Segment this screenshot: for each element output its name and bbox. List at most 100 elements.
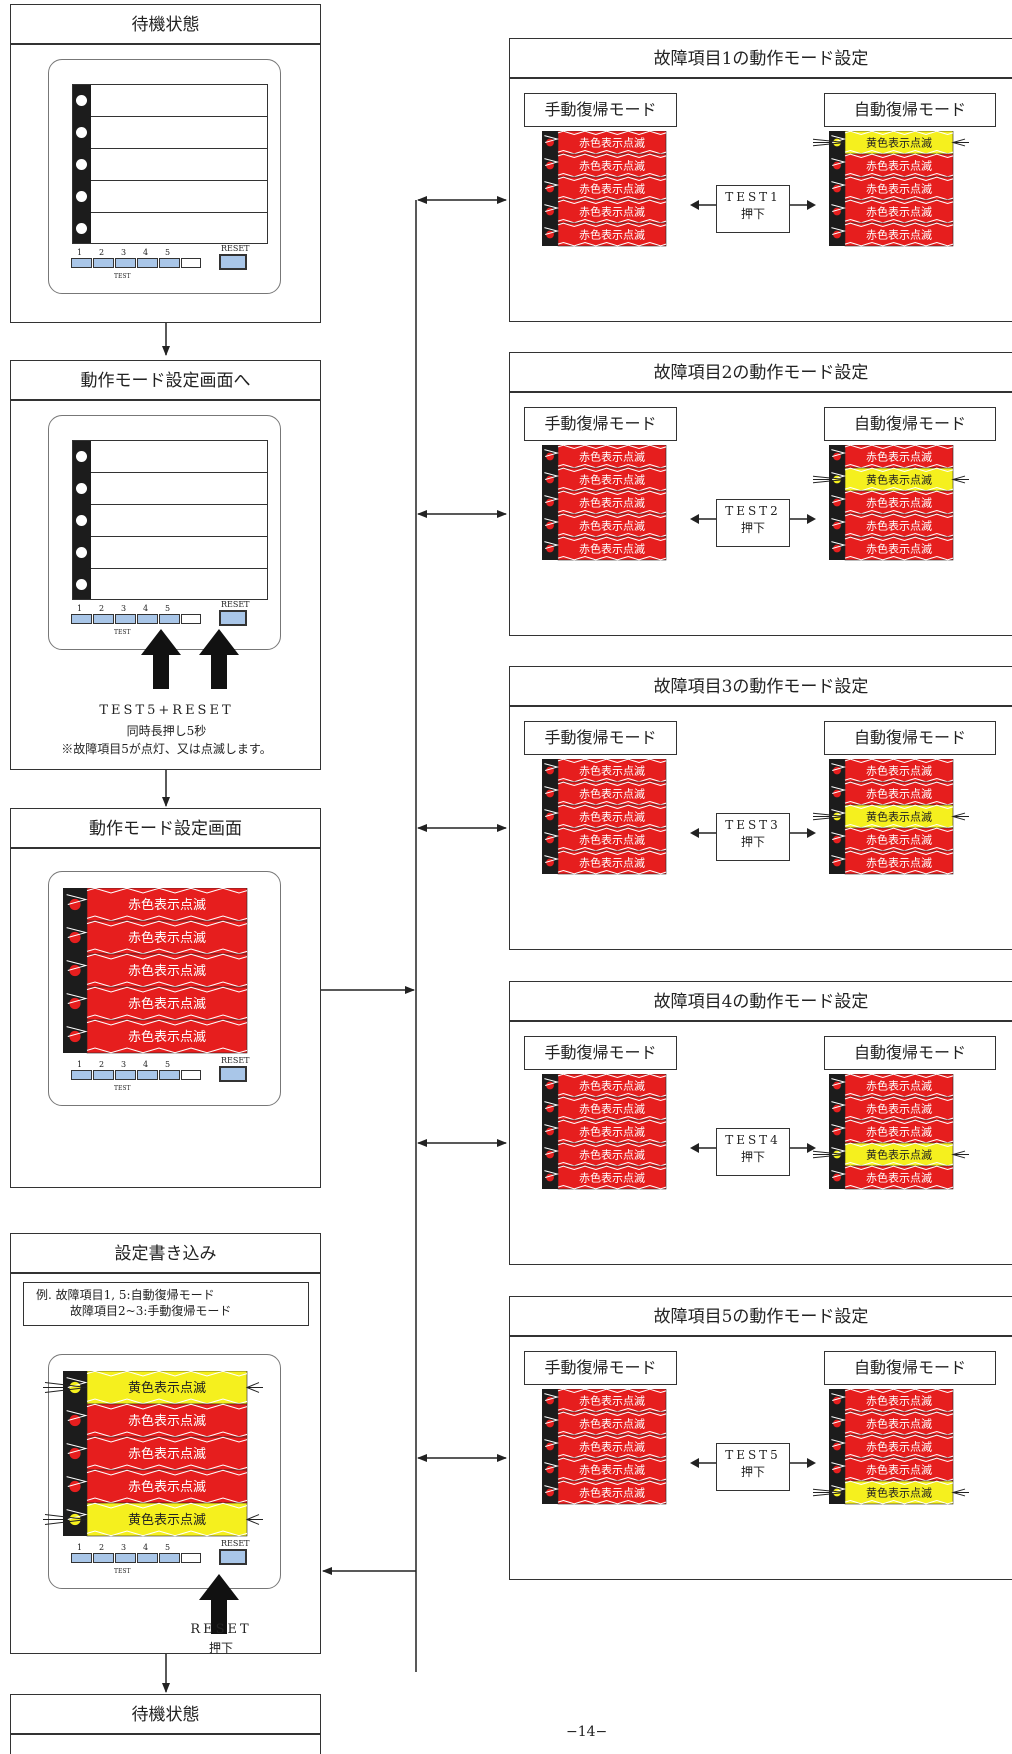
yellow-blink-label: 黄色表示点滅 xyxy=(866,1485,932,1499)
indicator-row-3: 赤色表示点滅 xyxy=(542,1434,667,1459)
section-2-test-button[interactable]: TEST2 押下 xyxy=(716,499,790,547)
red-blink-label: 赤色表示点滅 xyxy=(579,1485,645,1499)
test-button-5[interactable] xyxy=(159,258,180,268)
red-blink-label: 赤色表示点滅 xyxy=(579,495,645,509)
section-4-right-arrow-icon xyxy=(790,1143,816,1153)
indicator-row-5: 黄色表示点滅 xyxy=(813,1480,969,1505)
indicator-row-2: 赤色表示点滅 xyxy=(542,467,667,492)
red-blink-label: 赤色表示点滅 xyxy=(866,1101,932,1115)
reset-press-label: RESET xyxy=(190,1622,252,1637)
indicator-row-5: 赤色表示点滅 xyxy=(829,536,954,561)
red-blink-label: 赤色表示点滅 xyxy=(579,449,645,463)
test-button-4[interactable] xyxy=(137,614,158,624)
section-2-left-arrow-icon xyxy=(690,514,716,524)
test-button-row: 1 2 3 4 5 xyxy=(69,1543,201,1567)
yellow-blink-label: 黄色表示点滅 xyxy=(866,135,932,149)
press-arrow-reset-icon xyxy=(199,629,239,689)
reset-button[interactable] xyxy=(219,254,247,270)
test-button-1[interactable] xyxy=(71,1070,92,1080)
red-blink-label: 赤色表示点滅 xyxy=(866,1170,932,1184)
standby-end-box xyxy=(10,1734,321,1754)
indicator-row-3: 赤色表示点滅 xyxy=(829,1119,954,1144)
indicator-row-2: 赤色表示点滅 xyxy=(829,153,954,178)
red-blink-label: 赤色表示点滅 xyxy=(579,1124,645,1138)
test-button-3[interactable] xyxy=(115,614,136,624)
reset-caption: RESET xyxy=(221,1539,250,1548)
to-setting-title: 動作モード設定画面へ xyxy=(10,360,321,400)
section-1-auto-label: 自動復帰モード xyxy=(824,93,996,127)
section-3-test-button[interactable]: TEST3 押下 xyxy=(716,813,790,861)
red-blink-label: 赤色表示点滅 xyxy=(579,181,645,195)
red-blink-label: 赤色表示点滅 xyxy=(579,786,645,800)
combo-label: TEST5+RESET xyxy=(99,703,234,718)
test-button-1[interactable] xyxy=(71,258,92,268)
indicator-row-1: 赤色表示点滅 xyxy=(542,445,667,469)
test-button-5[interactable] xyxy=(159,1553,180,1563)
section-4-test-button[interactable]: TEST4 押下 xyxy=(716,1128,790,1176)
red-blink-label: 赤色表示点滅 xyxy=(579,1147,645,1161)
test-caption: TEST xyxy=(114,1085,131,1092)
test-button-2[interactable] xyxy=(93,1070,114,1080)
indicator-row-2: 赤色表示点滅 xyxy=(542,153,667,178)
test-caption: TEST xyxy=(114,273,131,280)
red-blink-label: 赤色表示点滅 xyxy=(579,1416,645,1430)
indicator-row-4: 赤色表示点滅 xyxy=(63,986,248,1021)
indicator-row-4: 赤色表示点滅 xyxy=(542,827,667,852)
yellow-blink-label: 黄色表示点滅 xyxy=(866,809,932,823)
section-3-box: 手動復帰モード 自動復帰モード 赤色表示点滅赤色表示点滅赤色表示点滅赤色表示点滅… xyxy=(509,706,1012,950)
led-2 xyxy=(76,127,87,138)
section-1-test-button[interactable]: TEST1 押下 xyxy=(716,185,790,233)
indicator-row-5: 黄色表示点滅 xyxy=(43,1502,263,1537)
indicator-row-5: 赤色表示点滅 xyxy=(829,1165,954,1190)
indicator-row-1: 赤色表示点滅 xyxy=(829,1074,954,1098)
test-button-row: 1 2 3 4 5 xyxy=(69,1060,201,1084)
reset-button[interactable] xyxy=(219,1549,247,1565)
indicator-row-1: 黄色表示点滅 xyxy=(43,1371,263,1405)
test-button-1[interactable] xyxy=(71,614,92,624)
device-panel-standby: 1 2 3 4 5 TEST RESET xyxy=(48,59,281,294)
reset-button[interactable] xyxy=(219,610,247,626)
red-blink-label: 赤色表示点滅 xyxy=(128,930,206,946)
led-5 xyxy=(76,223,87,234)
red-blink-label: 赤色表示点滅 xyxy=(128,1446,206,1462)
test-button-3[interactable] xyxy=(115,1553,136,1563)
indicator-row-5: 赤色表示点滅 xyxy=(829,850,954,875)
red-blink-label: 赤色表示点滅 xyxy=(128,897,206,913)
test-button-4[interactable] xyxy=(137,258,158,268)
test-button-4[interactable] xyxy=(137,1553,158,1563)
red-blink-label: 赤色表示点滅 xyxy=(128,963,206,979)
indicator-row-1: 赤色表示点滅 xyxy=(542,1389,667,1413)
indicator-row-3: 赤色表示点滅 xyxy=(542,804,667,829)
red-blink-label: 赤色表示点滅 xyxy=(579,518,645,532)
section-5-left-arrow-icon xyxy=(690,1458,716,1468)
test-button-1[interactable] xyxy=(71,1553,92,1563)
test-button-2[interactable] xyxy=(93,1553,114,1563)
indicator-row-5: 赤色表示点滅 xyxy=(542,222,667,247)
test-button-4[interactable] xyxy=(137,1070,158,1080)
test-button-2[interactable] xyxy=(93,258,114,268)
setting-screen-title: 動作モード設定画面 xyxy=(10,808,321,848)
indicator-row-4: 赤色表示点滅 xyxy=(829,827,954,852)
section-5-test-button[interactable]: TEST5 押下 xyxy=(716,1443,790,1491)
led-1 xyxy=(76,95,87,106)
test-button-5[interactable] xyxy=(159,1070,180,1080)
indicator-row-3: 赤色表示点滅 xyxy=(829,490,954,515)
test-button-5[interactable] xyxy=(159,614,180,624)
red-blink-label: 赤色表示点滅 xyxy=(866,1393,932,1407)
indicator-row-4: 赤色表示点滅 xyxy=(829,199,954,224)
reset-button[interactable] xyxy=(219,1066,247,1082)
test-button-3[interactable] xyxy=(115,258,136,268)
led-4 xyxy=(76,191,87,202)
section-5-box: 手動復帰モード 自動復帰モード 赤色表示点滅赤色表示点滅赤色表示点滅赤色表示点滅… xyxy=(509,1336,1012,1580)
red-blink-label: 赤色表示点滅 xyxy=(866,518,932,532)
test-button-3[interactable] xyxy=(115,1070,136,1080)
red-blink-label: 赤色表示点滅 xyxy=(128,1479,206,1495)
test-button-2[interactable] xyxy=(93,614,114,624)
section-5-right-arrow-icon xyxy=(790,1458,816,1468)
indicator-row-5: 赤色表示点滅 xyxy=(542,1165,667,1190)
